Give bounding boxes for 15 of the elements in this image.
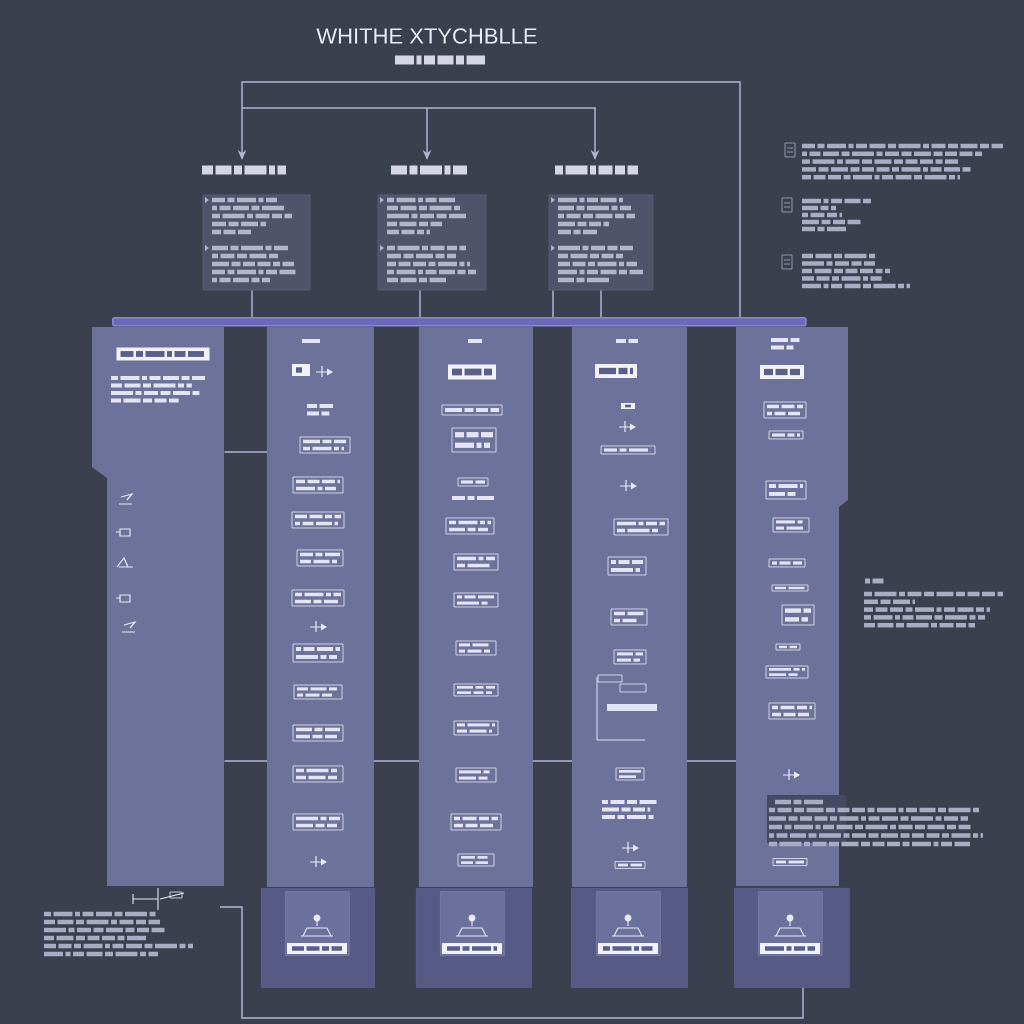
connector-line (223, 451, 268, 453)
header-bar (112, 317, 807, 327)
connector-line (251, 289, 253, 318)
connector-line (532, 760, 573, 762)
connector-line (686, 760, 737, 762)
connector-line (419, 289, 421, 318)
connector-line (373, 760, 420, 762)
connector-line (552, 289, 554, 318)
connector-line (223, 760, 268, 762)
column-panel (267, 327, 374, 887)
column-panel (419, 327, 533, 887)
column-panel (572, 327, 687, 887)
connector-line (219, 906, 804, 1019)
connector-line (600, 289, 602, 318)
title: WHITHE XTYCHBLLE (316, 28, 537, 44)
